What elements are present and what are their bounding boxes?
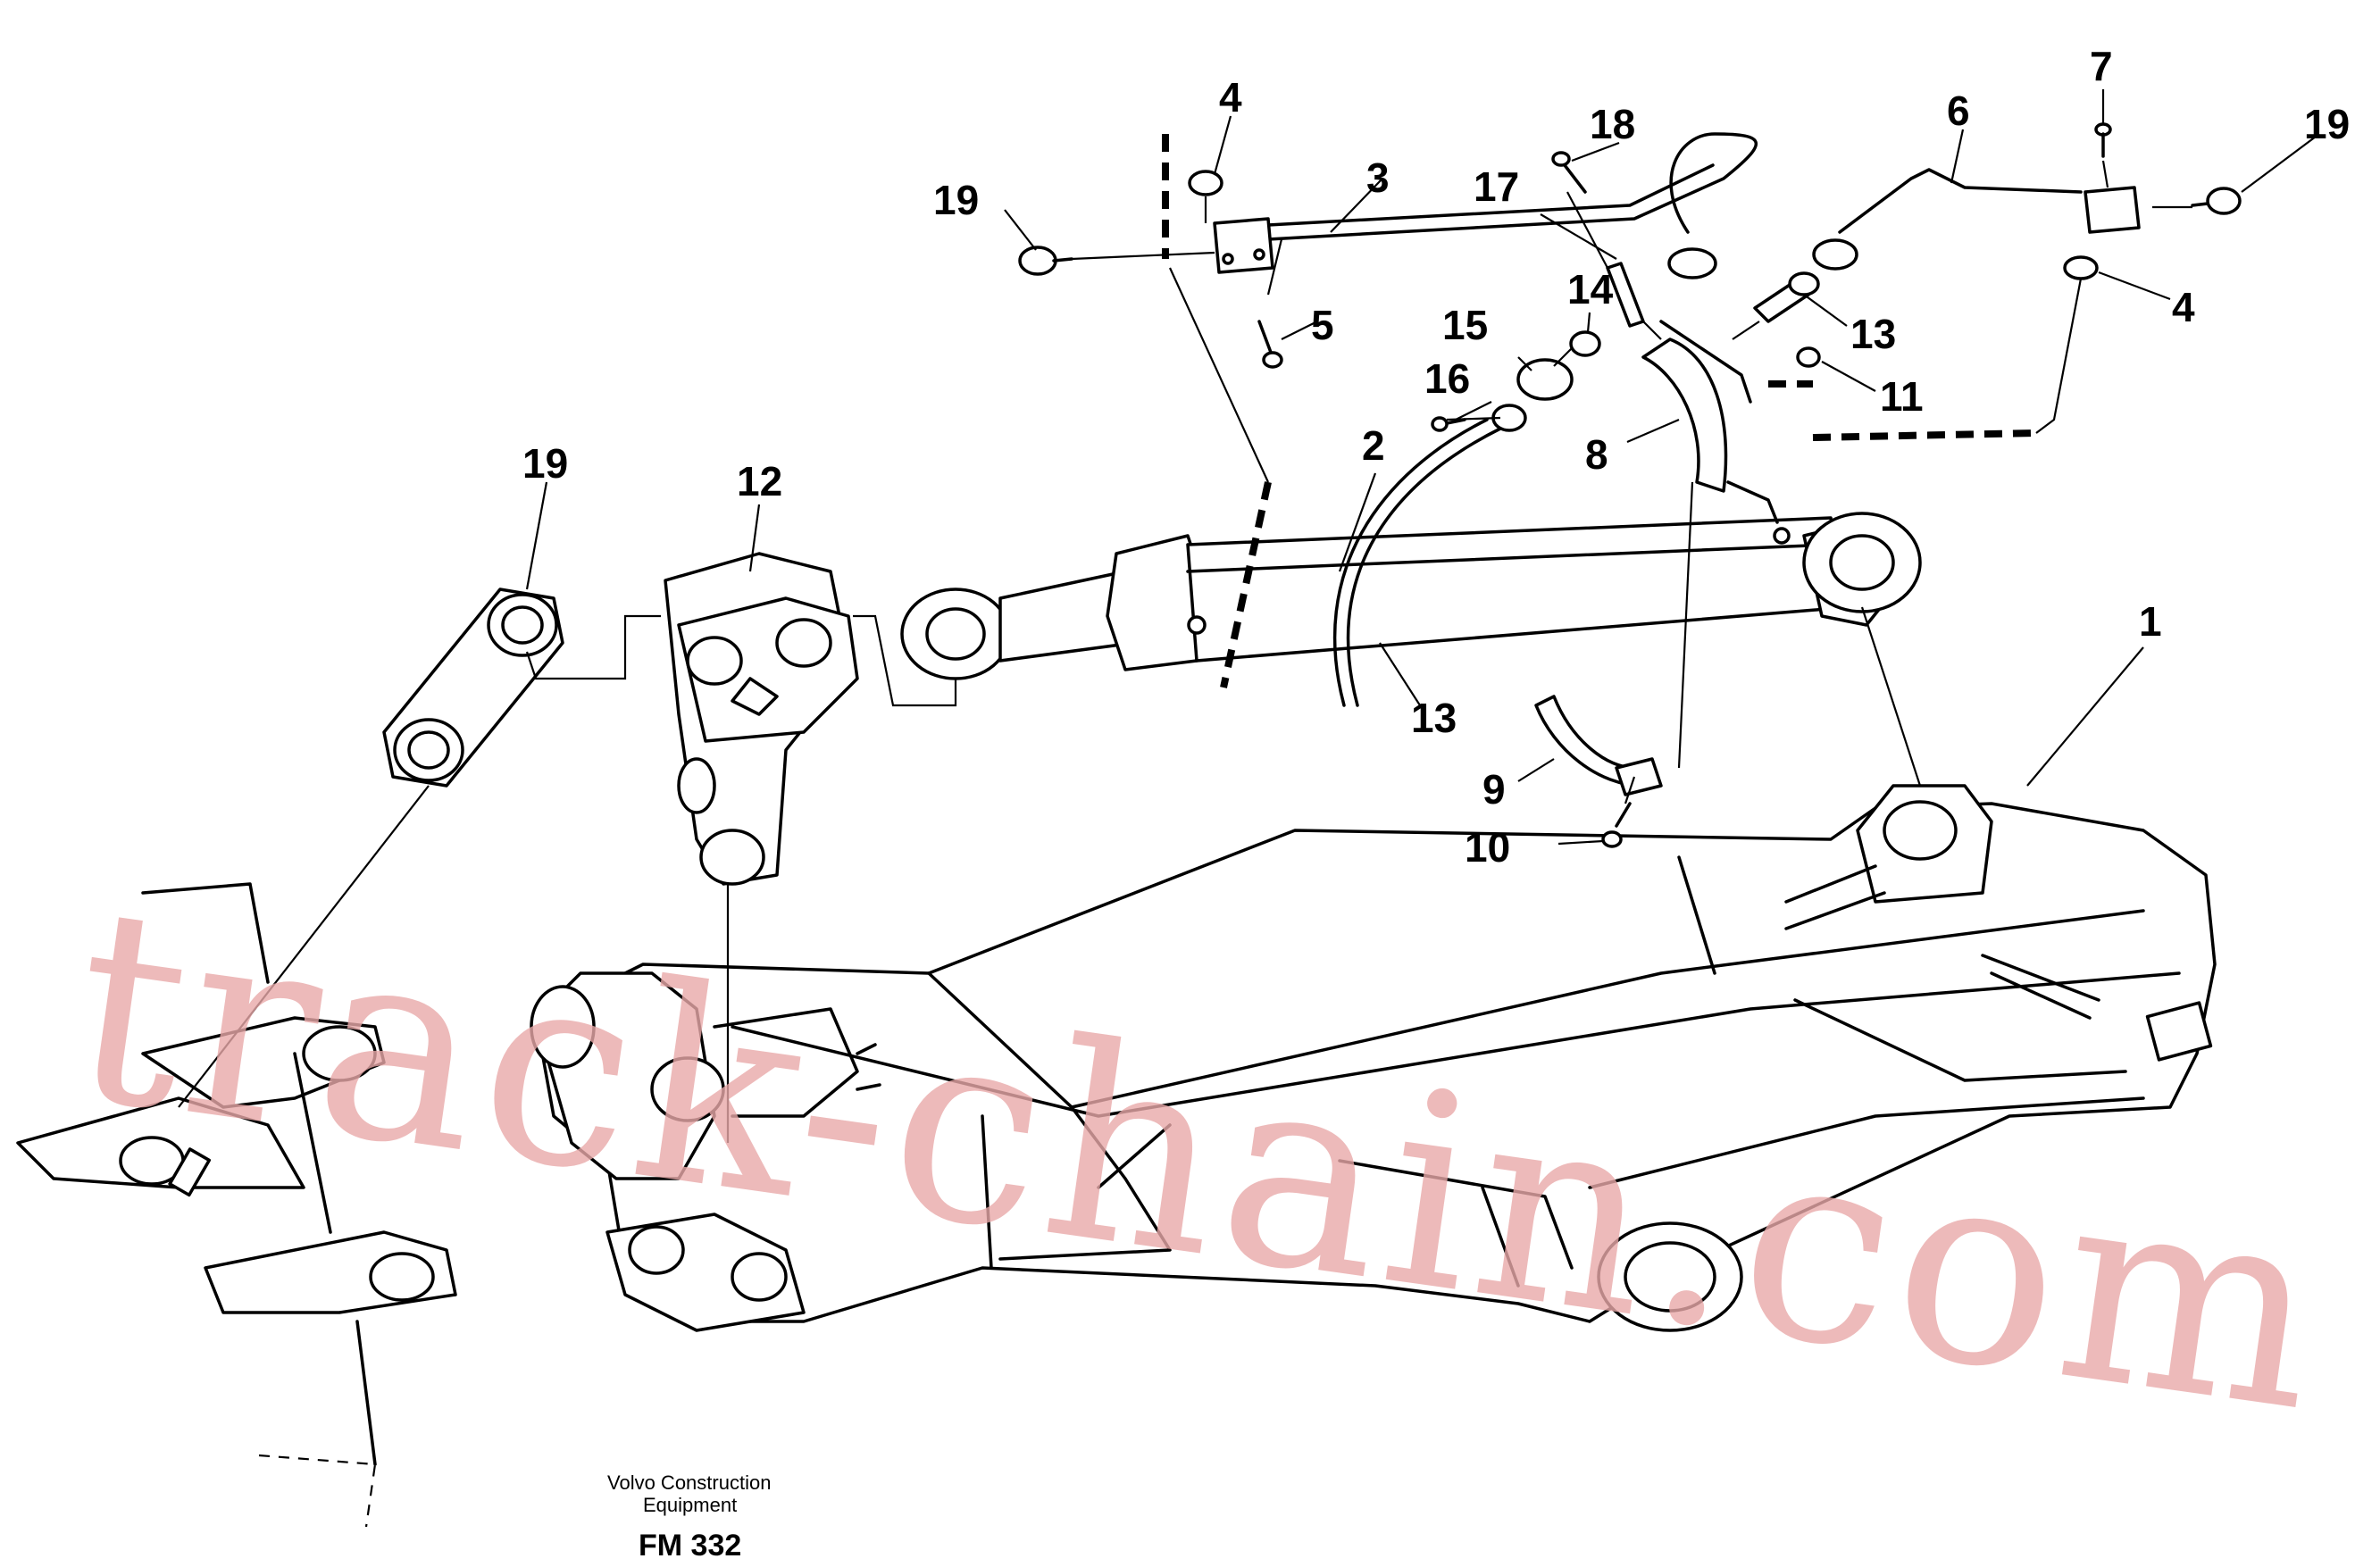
callout-6: 6 (1947, 88, 1970, 134)
callout-10: 10 (1465, 824, 1510, 871)
pipe-3 (1266, 132, 1758, 279)
callout-14: 14 (1567, 266, 1614, 313)
credit-line-1: Volvo Construction (607, 1471, 771, 1494)
callout-18: 18 (1590, 101, 1635, 147)
figure-code: FM 332 (639, 1529, 741, 1563)
clamp-9 (1534, 695, 1663, 796)
callout-4-right: 4 (2172, 284, 2195, 330)
stick-plates (16, 882, 457, 1528)
linkage-bracket (664, 552, 859, 886)
callout-3: 3 (1366, 154, 1390, 201)
callout-9: 9 (1482, 766, 1506, 813)
credit-line-2: Equipment (643, 1494, 737, 1516)
callout-19-link: 19 (522, 440, 568, 487)
callout-8: 8 (1585, 431, 1608, 478)
callout-1: 1 (2139, 598, 2162, 645)
callout-15: 15 (1442, 302, 1488, 348)
callout-13-hose: 13 (1411, 695, 1457, 741)
callout-12: 12 (737, 458, 782, 504)
clamp-block-left (1213, 217, 1274, 274)
callout-16: 16 (1424, 355, 1470, 402)
phantom-lines (1162, 134, 2037, 688)
figure-credit: Volvo Construction Equipment FM 332 (607, 1471, 771, 1563)
callout-2: 2 (1362, 422, 1385, 469)
clamp-8 (1641, 320, 1752, 493)
fasteners (1018, 122, 2242, 848)
callout-13-right: 13 (1850, 311, 1896, 357)
callout-11: 11 (1880, 373, 1924, 420)
assembly-lines (178, 160, 2192, 1143)
callout-19-right-pipe: 19 (2304, 101, 2350, 147)
callout-4-left: 4 (1219, 74, 1242, 121)
hydraulic-cylinder (900, 512, 1922, 680)
part-callouts: 1 2 3 4 4 5 6 7 8 9 10 11 12 13 13 14 15… (522, 43, 2350, 871)
callout-19-left-pipe: 19 (933, 177, 979, 223)
clamp-block-right (2084, 186, 2141, 234)
callout-5: 5 (1311, 302, 1334, 348)
pipe-6 (1812, 168, 2083, 271)
callout-7: 7 (2090, 43, 2113, 89)
boom-assembly (530, 784, 2217, 1332)
callout-17: 17 (1474, 163, 1519, 210)
link-plate-19 (382, 588, 564, 788)
hose (1332, 404, 1527, 707)
leader-lines (525, 89, 2320, 846)
